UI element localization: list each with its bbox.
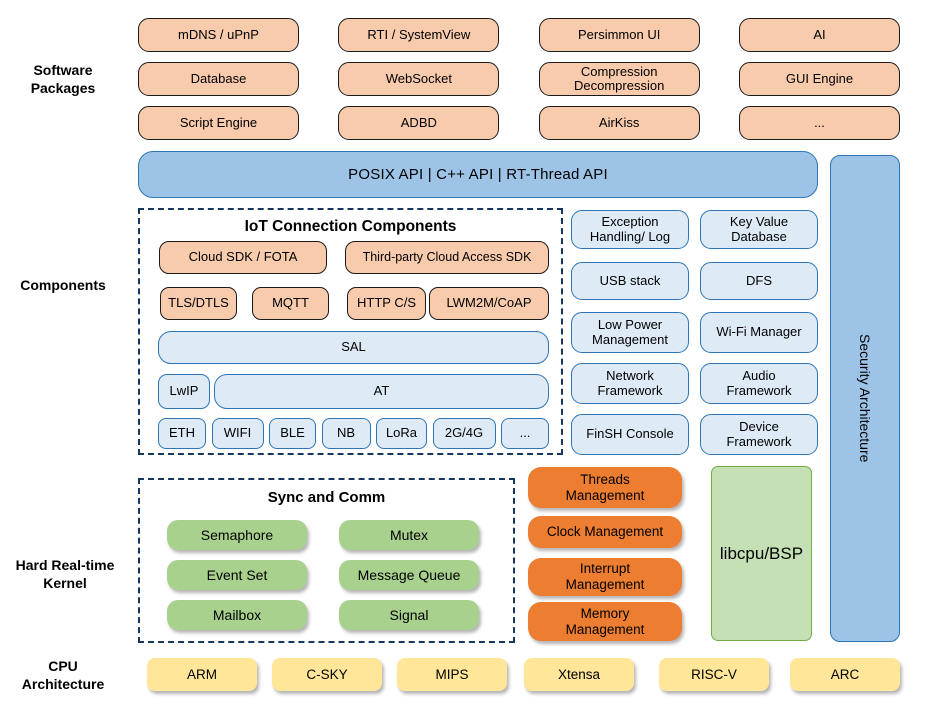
iot-lwip: LwIP bbox=[158, 374, 210, 409]
label-cpu-architecture: CPU Architecture bbox=[21, 658, 105, 693]
label-software-packages: Software Packages bbox=[30, 62, 96, 97]
security-architecture-bar: Security Architecture bbox=[830, 155, 900, 642]
component-network-framework: Network Framework bbox=[571, 363, 689, 404]
package-persimmon-ui: Persimmon UI bbox=[538, 18, 700, 52]
cpu-xtensa: Xtensa bbox=[524, 658, 634, 691]
iot-link-lora: LoRa bbox=[376, 418, 427, 449]
package-rti-systemview: RTI / SystemView bbox=[338, 18, 500, 52]
iot-link-2g4g: 2G/4G bbox=[432, 418, 496, 449]
iot-third-party-cloud-sdk: Third-party Cloud Access SDK bbox=[345, 241, 549, 274]
kernel-event-set: Event Set bbox=[167, 560, 307, 590]
component-key-value-database: Key Value Database bbox=[700, 210, 818, 249]
iot-tls-dtls: TLS/DTLS bbox=[160, 287, 237, 320]
iot-mqtt: MQTT bbox=[252, 287, 329, 320]
component-low-power-management: Low Power Management bbox=[571, 312, 689, 353]
cpu-mips: MIPS bbox=[397, 658, 507, 691]
kernel-mailbox: Mailbox bbox=[167, 600, 307, 630]
kernel-libcpu-bsp: libcpu/BSP bbox=[711, 466, 812, 641]
package-websocket: WebSocket bbox=[338, 62, 500, 96]
kernel-memory-management: Memory Management bbox=[528, 602, 682, 641]
component-wifi-manager: Wi-Fi Manager bbox=[700, 312, 818, 353]
iot-link-row: ETH WIFI BLE NB LoRa 2G/4G ... bbox=[158, 418, 549, 449]
iot-link-more: ... bbox=[501, 418, 549, 449]
cpu-risc-v: RISC-V bbox=[659, 658, 769, 691]
kernel-signal: Signal bbox=[339, 600, 479, 630]
kernel-interrupt-management: Interrupt Management bbox=[528, 558, 682, 596]
package-database: Database bbox=[138, 62, 299, 96]
kernel-mutex: Mutex bbox=[339, 520, 479, 550]
package-compression-decompression: Compression Decompression bbox=[538, 62, 700, 96]
posix-api-bar: POSIX API | C++ API | RT-Thread API bbox=[138, 151, 818, 198]
component-exception-handling-log: Exception Handling/ Log bbox=[571, 210, 689, 249]
package-mdns-upnp: mDNS / uPnP bbox=[138, 18, 299, 52]
iot-sal-layer: SAL bbox=[158, 331, 549, 364]
package-ai: AI bbox=[738, 18, 900, 52]
sync-and-comm-box: Sync and Comm Semaphore Mutex Event Set … bbox=[138, 478, 515, 643]
package-adbd: ADBD bbox=[338, 106, 500, 140]
iot-http-cs: HTTP C/S bbox=[347, 287, 426, 320]
kernel-message-queue: Message Queue bbox=[339, 560, 479, 590]
iot-link-nb: NB bbox=[321, 418, 371, 449]
component-usb-stack: USB stack bbox=[571, 262, 689, 300]
sync-and-comm-title: Sync and Comm bbox=[267, 489, 386, 506]
package-airkiss: AirKiss bbox=[538, 106, 700, 140]
component-finsh-console: FinSH Console bbox=[571, 414, 689, 455]
label-hard-realtime-kernel: Hard Real-time Kernel bbox=[15, 557, 115, 592]
iot-cloud-sdk-fota: Cloud SDK / FOTA bbox=[159, 241, 327, 274]
iot-connection-components-box: IoT Connection Components Cloud SDK / FO… bbox=[138, 208, 563, 455]
package-more: ... bbox=[738, 106, 900, 140]
cpu-arm: ARM bbox=[147, 658, 257, 691]
iot-at-layer: AT bbox=[214, 374, 549, 409]
component-audio-framework: Audio Framework bbox=[700, 363, 818, 404]
iot-link-eth: ETH bbox=[158, 418, 206, 449]
cpu-c-sky: C-SKY bbox=[272, 658, 382, 691]
label-components: Components bbox=[20, 277, 106, 293]
iot-link-wifi: WIFI bbox=[211, 418, 264, 449]
component-device-framework: Device Framework bbox=[700, 414, 818, 455]
iot-link-ble: BLE bbox=[269, 418, 316, 449]
package-script-engine: Script Engine bbox=[138, 106, 299, 140]
kernel-threads-management: Threads Management bbox=[528, 467, 682, 508]
component-dfs: DFS bbox=[700, 262, 818, 300]
software-packages-grid: mDNS / uPnP RTI / SystemView Persimmon U… bbox=[138, 18, 900, 140]
kernel-semaphore: Semaphore bbox=[167, 520, 307, 550]
iot-lwm2m-coap: LWM2M/CoAP bbox=[429, 287, 549, 320]
cpu-arc: ARC bbox=[790, 658, 900, 691]
package-gui-engine: GUI Engine bbox=[738, 62, 900, 96]
iot-connection-components-title: IoT Connection Components bbox=[244, 218, 457, 235]
kernel-clock-management: Clock Management bbox=[528, 516, 682, 548]
